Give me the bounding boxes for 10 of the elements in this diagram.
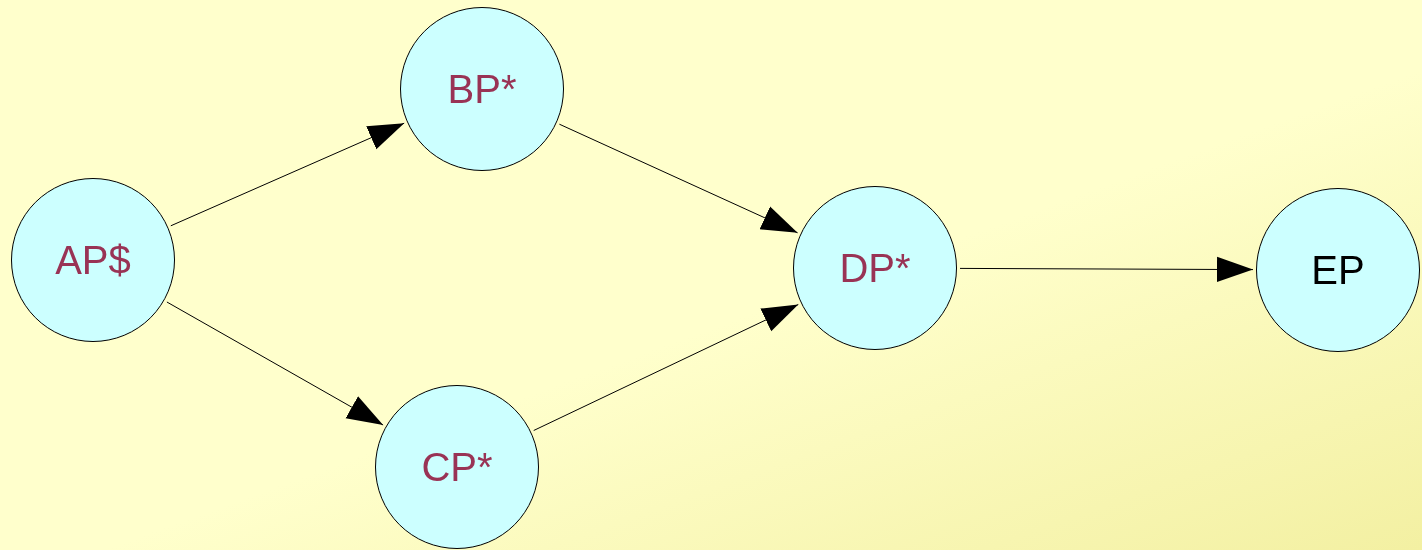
node-label: DP* [839, 248, 911, 288]
node-label: EP [1311, 250, 1365, 290]
arrow [959, 256, 1254, 283]
arrow [170, 122, 405, 227]
arrow [533, 304, 799, 431]
arrow [558, 123, 799, 234]
node-label: AP$ [55, 240, 131, 280]
node-label: BP* [447, 69, 517, 109]
node-label: CP* [421, 447, 493, 487]
arrow [166, 301, 384, 426]
